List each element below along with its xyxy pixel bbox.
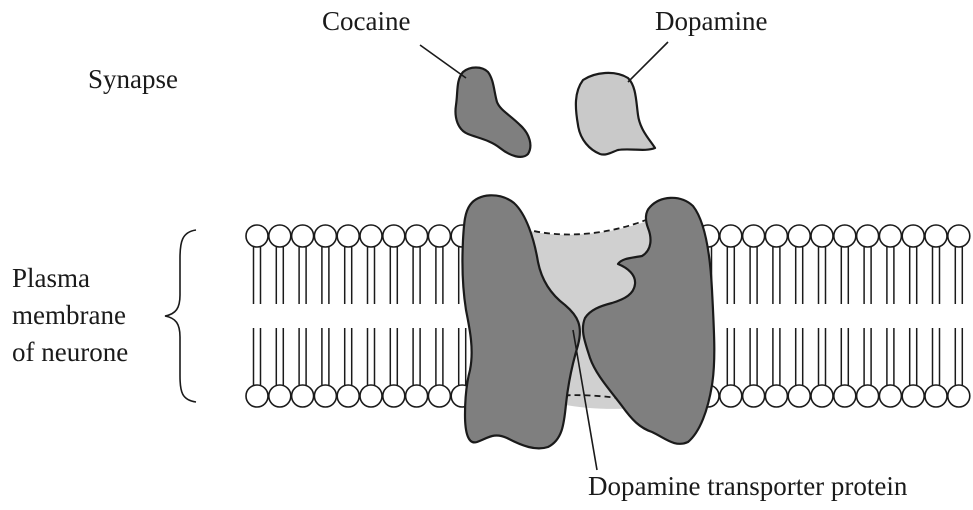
lipid-head	[246, 225, 268, 247]
lipid-head	[765, 385, 787, 407]
lipid-head	[743, 225, 765, 247]
lipid-head	[857, 385, 879, 407]
lipid-head	[811, 385, 833, 407]
cocaine-label: Cocaine	[322, 6, 410, 36]
lipid-head	[428, 225, 450, 247]
lipid-head	[811, 225, 833, 247]
lipid-head	[765, 225, 787, 247]
lipid-head	[360, 225, 382, 247]
lipid-head	[834, 225, 856, 247]
lipid-head	[743, 385, 765, 407]
dopamine-leader-line	[628, 42, 668, 82]
lipid-head	[925, 225, 947, 247]
lipid-head	[902, 225, 924, 247]
lipid-head	[948, 225, 970, 247]
lipid-head	[788, 385, 810, 407]
lipid-head	[269, 385, 291, 407]
lipid-head	[383, 225, 405, 247]
lipid-head	[948, 385, 970, 407]
lipid-head	[720, 225, 742, 247]
lipid-head	[314, 225, 336, 247]
membrane-brace	[165, 230, 196, 402]
lipid-head	[406, 225, 428, 247]
dopamine-molecule	[576, 73, 655, 155]
lipid-head	[902, 385, 924, 407]
lipid-head	[269, 225, 291, 247]
lipid-head	[337, 385, 359, 407]
lipid-head	[428, 385, 450, 407]
lipid-head	[292, 385, 314, 407]
plasma-membrane-label-line3: of neurone	[12, 337, 128, 367]
lipid-head	[314, 385, 336, 407]
transporter-protein-left	[462, 195, 579, 448]
lipid-head	[834, 385, 856, 407]
cocaine-leader-line	[420, 45, 466, 78]
lipid-head	[337, 225, 359, 247]
lipid-head	[720, 385, 742, 407]
lipid-head	[383, 385, 405, 407]
lipid-head	[788, 225, 810, 247]
lipid-head	[925, 385, 947, 407]
lipid-head	[857, 225, 879, 247]
lipid-head	[246, 385, 268, 407]
synapse-label: Synapse	[88, 64, 178, 94]
lipid-head	[292, 225, 314, 247]
lipid-head	[879, 225, 901, 247]
cocaine-molecule	[456, 68, 531, 157]
lipid-head	[360, 385, 382, 407]
transporter-label: Dopamine transporter protein	[588, 471, 908, 501]
dopamine-label: Dopamine	[655, 6, 767, 36]
plasma-membrane-label-line1: Plasma	[12, 263, 90, 293]
lipid-head	[879, 385, 901, 407]
lipid-head	[406, 385, 428, 407]
plasma-membrane-label-line2: membrane	[12, 300, 126, 330]
